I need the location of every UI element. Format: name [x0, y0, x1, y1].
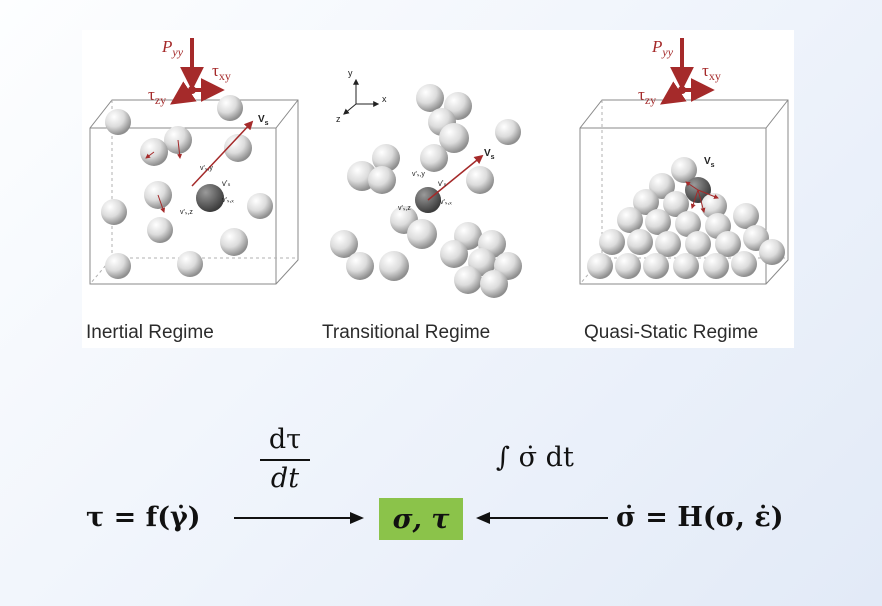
svg-text:τzy: τzy [148, 85, 166, 107]
integral-expression: ∫ σ̇ dt [496, 442, 574, 473]
caption-transitional: Transitional Regime [322, 322, 491, 343]
svg-text:v'ₛ: v'ₛ [438, 179, 447, 188]
state-box: σ, τ [379, 498, 463, 540]
txy-label-qs: τ [702, 61, 709, 80]
svg-text:v'ₛ,y: v'ₛ,y [200, 165, 213, 172]
derivative-numerator: dτ [260, 424, 310, 461]
txy-label: τ [212, 61, 219, 80]
axis-z-label: z [336, 114, 341, 124]
svg-text:v'ₛ,ₓ: v'ₛ,ₓ [440, 199, 452, 206]
regime-illustration: Pyy τxy τzy Vs v'ₛ,y v'ₛ v'ₛ,ₓ v'ₛ,z y x… [89, 37, 789, 298]
axis-y-label: y [348, 68, 353, 78]
derivative-fraction: dτ dt [260, 424, 310, 494]
state-label: σ, τ [392, 503, 450, 535]
svg-text:τxy: τxy [702, 61, 721, 83]
vs-label-transitional: V [484, 148, 491, 159]
transitional-particles [330, 84, 522, 298]
svg-text:Vs: Vs [704, 156, 715, 169]
equation-right: σ̇ = H(σ, ε̇) [616, 502, 784, 533]
quasi-static-particles [587, 157, 785, 279]
arrow-left [476, 512, 608, 524]
pyy-label-qs: P [651, 37, 662, 56]
svg-text:τxy: τxy [212, 61, 231, 83]
inertial-arrows [145, 120, 254, 213]
svg-text:v'ₛ,y: v'ₛ,y [412, 171, 425, 178]
inertial-stress-axes [170, 38, 225, 105]
svg-text:Pyy: Pyy [651, 37, 674, 59]
axis-triad [343, 78, 380, 115]
caption-inertial: Inertial Regime [86, 322, 214, 343]
svg-text:Vs: Vs [258, 114, 269, 127]
quasi-static-stress-axes [660, 38, 715, 105]
svg-text:v'ₛ,z: v'ₛ,z [180, 209, 193, 216]
quasi-static-arrows [685, 181, 719, 213]
pyy-label: P [161, 37, 172, 56]
axis-x-label: x [382, 94, 387, 104]
arrow-right [234, 512, 364, 524]
svg-text:v'ₛ,z: v'ₛ,z [398, 205, 411, 212]
derivative-denominator: dt [270, 463, 300, 494]
transitional-arrows [427, 154, 484, 201]
svg-text:v'ₛ,ₓ: v'ₛ,ₓ [222, 197, 234, 204]
vs-label-qs: V [704, 156, 711, 167]
equation-left: τ = f(γ̇) [86, 502, 201, 533]
inertial-particles [101, 95, 273, 279]
svg-text:Vs: Vs [484, 148, 495, 161]
tzy-label: τ [148, 85, 155, 104]
svg-text:v'ₛ: v'ₛ [222, 179, 231, 188]
svg-text:Pyy: Pyy [161, 37, 184, 59]
tzy-label-qs: τ [638, 85, 645, 104]
svg-text:τzy: τzy [638, 85, 656, 107]
caption-quasi-static: Quasi-Static Regime [584, 322, 759, 343]
vs-label-inertial: V [258, 114, 265, 125]
regime-figure: Pyy τxy τzy Vs v'ₛ,y v'ₛ v'ₛ,ₓ v'ₛ,z y x… [82, 30, 794, 348]
